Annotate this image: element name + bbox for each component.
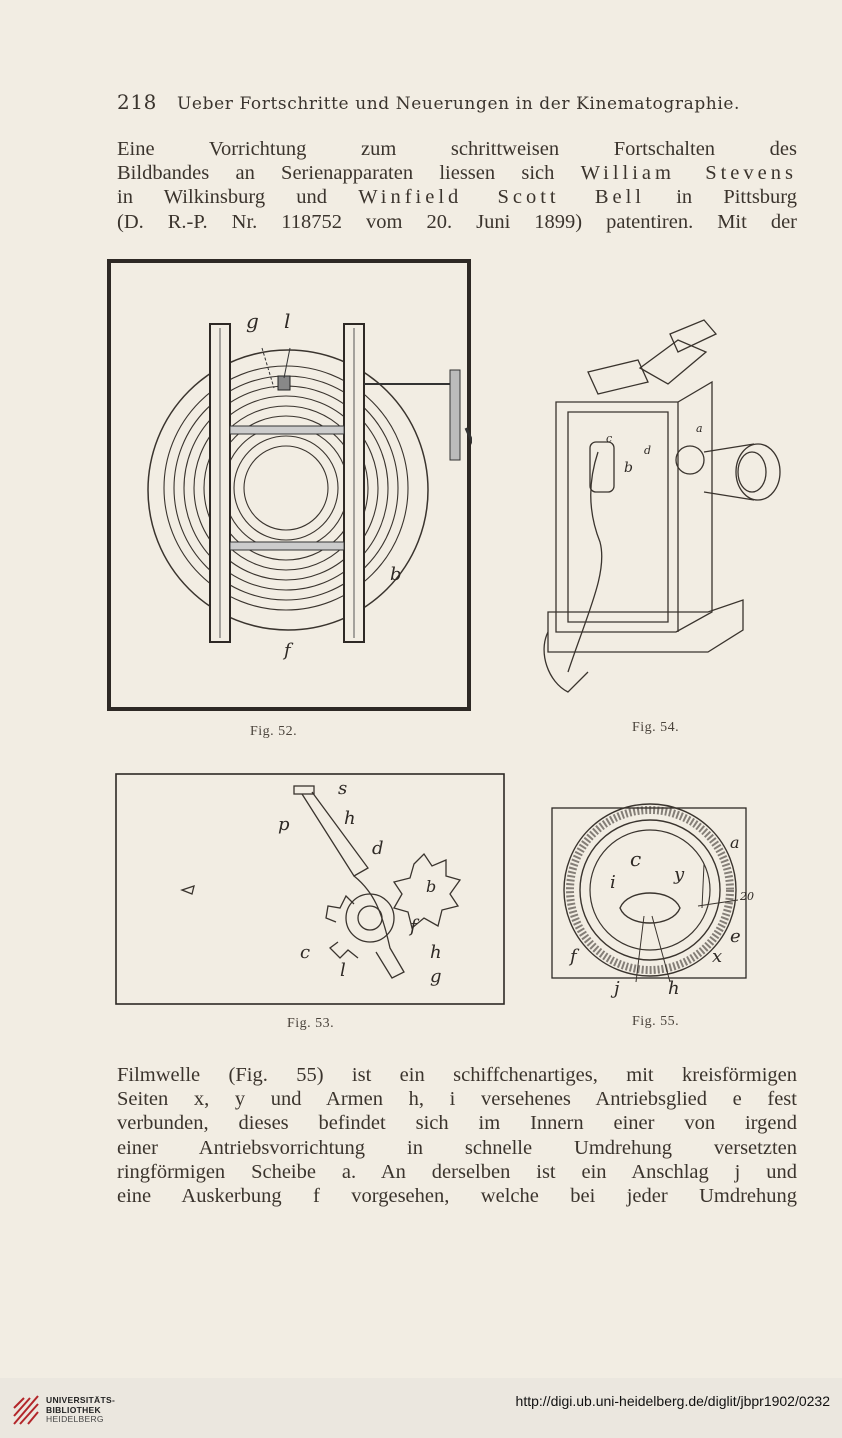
figure-52-drawing: g l b f bbox=[107, 259, 472, 711]
text-line: einer Antriebsvorrichtung in schnelle Um… bbox=[117, 1136, 797, 1159]
label-x: x bbox=[712, 946, 722, 967]
label-i: i bbox=[610, 872, 616, 893]
name-bell: Winfield Scott Bell bbox=[358, 186, 645, 209]
label-b: b bbox=[624, 460, 633, 476]
text-line: (D. R.-P. Nr. 118752 vom 20. Juni 1899) … bbox=[117, 210, 797, 233]
text-line: Bildbandes an Serienapparaten liessen si… bbox=[117, 162, 797, 185]
paragraph-top: Eine Vorrichtung zum schrittweisen Forts… bbox=[117, 137, 797, 234]
text-line: Eine Vorrichtung zum schrittweisen Forts… bbox=[117, 138, 797, 160]
library-logo-icon bbox=[13, 1395, 39, 1425]
text-line: eine Auskerbung f vorgesehen, welche bei… bbox=[117, 1185, 797, 1208]
caption-fig54: Fig. 54. bbox=[632, 720, 680, 735]
label-s: s bbox=[338, 778, 347, 799]
label-a: a bbox=[696, 422, 703, 435]
label-h: h bbox=[668, 978, 680, 999]
text-line: Filmwelle (Fig. 55) ist ein schiffchenar… bbox=[117, 1064, 797, 1086]
label-c: c bbox=[630, 847, 641, 871]
label-l: l bbox=[284, 309, 290, 333]
running-title: Ueber Fortschritte und Neuerungen in der… bbox=[177, 94, 741, 114]
figure-54-drawing: c b d a bbox=[543, 319, 781, 693]
label-f: f bbox=[568, 946, 580, 967]
text-line: ringförmigen Scheibe a. An derselben ist… bbox=[117, 1160, 797, 1183]
label-c: c bbox=[300, 942, 310, 963]
label-j: j bbox=[610, 978, 620, 999]
caption-fig53: Fig. 53. bbox=[287, 1016, 335, 1031]
label-d: d bbox=[644, 444, 651, 457]
figure-53-drawing: s p h d b f c h l g bbox=[115, 773, 505, 1005]
label-f: f bbox=[282, 640, 294, 661]
label-e: e bbox=[730, 926, 741, 947]
name-stevens: William Stevens bbox=[580, 162, 797, 185]
label-g: g bbox=[430, 966, 442, 987]
label-y: y bbox=[673, 864, 685, 885]
permalink-url[interactable]: http://digi.ub.uni-heidelberg.de/diglit/… bbox=[515, 1393, 830, 1409]
page: 218 Ueber Fortschritte und Neuerungen in… bbox=[107, 90, 807, 1208]
label-g: g bbox=[246, 309, 259, 333]
caption-fig52: Fig. 52. bbox=[250, 724, 298, 739]
library-logo[interactable]: UNIVERSITÄTS- BIBLIOTHEK HEIDELBERG bbox=[10, 1388, 130, 1430]
text-line: Seiten x, y und Armen h, i versehenes An… bbox=[117, 1088, 797, 1111]
figure-55-drawing: a c y i 20 e f x j h bbox=[551, 803, 754, 999]
text-line: verbunden, dieses befindet sich im Inner… bbox=[117, 1112, 797, 1135]
footer-bar: UNIVERSITÄTS- BIBLIOTHEK HEIDELBERG http… bbox=[0, 1378, 842, 1438]
text-line: in Wilkinsburg und Winfield Scott Bell i… bbox=[117, 186, 798, 209]
label-b: b bbox=[390, 564, 402, 585]
label-h: h bbox=[344, 808, 356, 829]
page-number: 218 bbox=[117, 90, 157, 114]
label-p: p bbox=[278, 814, 290, 835]
label-h2: h bbox=[430, 942, 442, 963]
library-logo-text: UNIVERSITÄTS- BIBLIOTHEK HEIDELBERG bbox=[46, 1395, 116, 1424]
paragraph-bottom: Filmwelle (Fig. 55) ist ein schiffchenar… bbox=[117, 1063, 797, 1208]
running-head: 218 Ueber Fortschritte und Neuerungen in… bbox=[117, 90, 807, 114]
label-20: 20 bbox=[739, 890, 754, 903]
caption-fig55: Fig. 55. bbox=[632, 1014, 680, 1029]
label-a: a bbox=[730, 833, 740, 852]
label-f: f bbox=[408, 916, 420, 937]
label-l: l bbox=[340, 960, 346, 981]
label-d: d bbox=[372, 838, 384, 859]
label-b: b bbox=[426, 877, 436, 896]
label-c: c bbox=[606, 432, 612, 445]
